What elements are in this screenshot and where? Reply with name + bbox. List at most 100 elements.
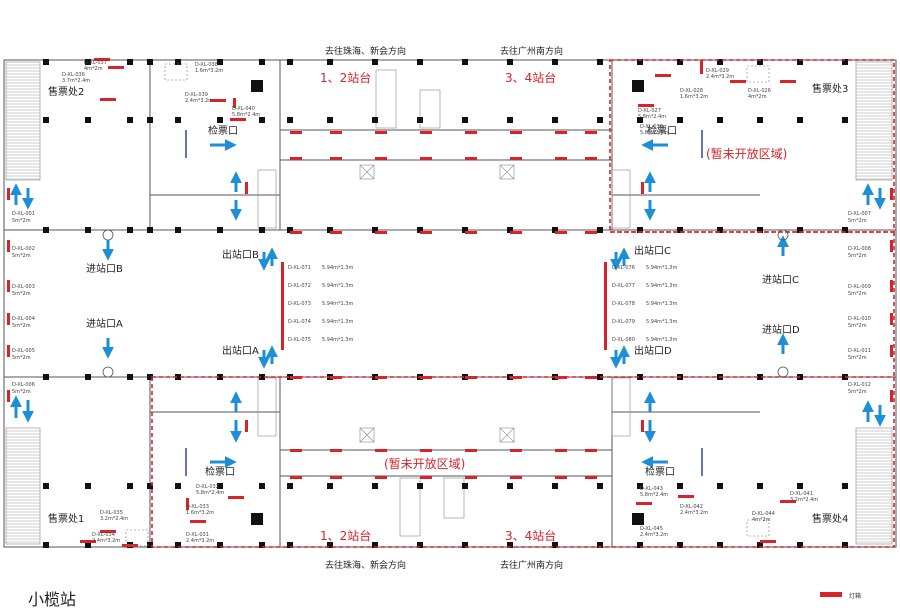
column — [677, 117, 683, 123]
column — [147, 59, 153, 65]
legend-label: 灯箱 — [849, 592, 861, 600]
ad-bar — [7, 313, 10, 325]
ad-size-label: 5m*2m — [12, 253, 31, 259]
column — [85, 483, 91, 489]
ad-code-label: D-XL-010 — [848, 316, 871, 322]
ad-code-label: D-XL-041 — [790, 491, 813, 497]
column — [287, 117, 293, 123]
column — [842, 59, 848, 65]
side-ad-labels: D-XL-0015m*2mD-XL-0075m*2mD-XL-0025m*2mD… — [12, 211, 871, 395]
ad-bar — [678, 495, 694, 498]
column — [842, 227, 848, 233]
column — [717, 483, 723, 489]
ad-size-label: 5.8m*2.4m — [232, 112, 260, 118]
toilet-icon — [632, 80, 644, 92]
ad-bar — [585, 131, 597, 134]
ad-bar — [555, 131, 567, 134]
ad-bar — [108, 66, 124, 69]
column — [507, 483, 513, 489]
ticket-office-4: 售票处4 — [812, 512, 848, 525]
columns — [43, 59, 848, 548]
ad-bar — [7, 390, 10, 402]
ad-size-label: 3.2m*2.4m — [100, 516, 128, 522]
column — [552, 59, 558, 65]
ad-size-label: 3.7m*2.4m — [62, 78, 90, 84]
ad-bar — [100, 98, 116, 101]
office-ad-labels: D-XL-0363.7m*2.4mD-XL-0374m*2mD-XL-0381.… — [62, 60, 818, 544]
column — [259, 227, 265, 233]
column — [597, 227, 603, 233]
ad-code-label: D-XL-004 — [12, 316, 35, 322]
ad-bar — [80, 540, 96, 543]
ad-code-label: D-XL-009 — [848, 284, 871, 290]
station-name: 小榄站 — [28, 590, 76, 609]
ad-bar — [585, 449, 597, 452]
ad-code-label: D-XL-036 — [62, 72, 85, 78]
ad-bar — [890, 390, 893, 402]
direction-bottom-left: 去往珠海、新会方向 — [325, 559, 406, 571]
ad-size-label: 5m*2m — [12, 323, 31, 329]
column — [217, 542, 223, 548]
ad-size-label: 4m*2m — [748, 94, 767, 100]
ad-bar-mid-left — [281, 262, 284, 350]
column — [127, 59, 133, 65]
ad-bar — [290, 157, 302, 160]
ad-code-label: D-XL-038 — [195, 62, 218, 68]
column — [842, 542, 848, 548]
ad-size-label: 5m*2m — [12, 389, 31, 395]
stairs — [5, 61, 893, 545]
kiosks — [125, 63, 770, 547]
ad-size-label: 2.4m*3.2m — [640, 532, 668, 538]
ad-bar — [420, 449, 432, 452]
direction-bottom-right: 去往广州南方向 — [500, 559, 563, 571]
ad-bar — [330, 376, 342, 379]
column — [462, 117, 468, 123]
ad-bar — [330, 131, 342, 134]
ad-bar — [465, 376, 477, 379]
exit-b: 出站口B — [222, 248, 259, 261]
ad-size-label: 5.94m*1.3m — [646, 265, 677, 271]
column — [842, 117, 848, 123]
ad-code-label: D-XL-026 — [748, 88, 771, 94]
ad-bar — [700, 60, 703, 74]
ad-size-label: 4m*2m — [752, 517, 771, 523]
ad-bar — [555, 376, 567, 379]
ticket-gates — [185, 130, 703, 476]
column — [717, 227, 723, 233]
column — [372, 542, 378, 548]
column — [757, 227, 763, 233]
direction-top-right: 去往广州南方向 — [500, 45, 563, 57]
column — [327, 117, 333, 123]
ad-bar — [230, 118, 246, 121]
ad-bar — [375, 376, 387, 379]
column — [175, 59, 181, 65]
ad-code-label: D-XL-039 — [185, 92, 208, 98]
column — [259, 374, 265, 380]
ad-code-label: D-XL-044 — [752, 511, 775, 517]
ad-bar — [420, 376, 432, 379]
column — [85, 117, 91, 123]
ticket-check-tr: 检票口 — [647, 124, 677, 137]
ad-bar — [760, 540, 776, 543]
column — [287, 59, 293, 65]
ad-size-label: 5.94m*1.3m — [646, 283, 677, 289]
exit-d: 出站口D — [634, 344, 672, 357]
ad-code-label: D-XL-074 — [288, 319, 311, 325]
ad-size-label: 5.94m*1.3m — [646, 301, 677, 307]
column — [43, 542, 49, 548]
structural-x-boxes — [359, 164, 515, 443]
ad-bar — [555, 157, 567, 160]
column — [43, 374, 49, 380]
ad-code-label: D-XL-037 — [84, 60, 107, 66]
ad-bar — [510, 376, 522, 379]
ad-bar — [245, 420, 248, 432]
column — [797, 542, 803, 548]
ad-bar — [375, 131, 387, 134]
column — [175, 227, 181, 233]
ad-code-label: D-XL-027 — [638, 108, 661, 114]
ad-size-label: 5.94m*1.3m — [322, 283, 353, 289]
column — [797, 483, 803, 489]
column — [552, 227, 558, 233]
ad-size-label: 5m*2m — [12, 218, 31, 224]
